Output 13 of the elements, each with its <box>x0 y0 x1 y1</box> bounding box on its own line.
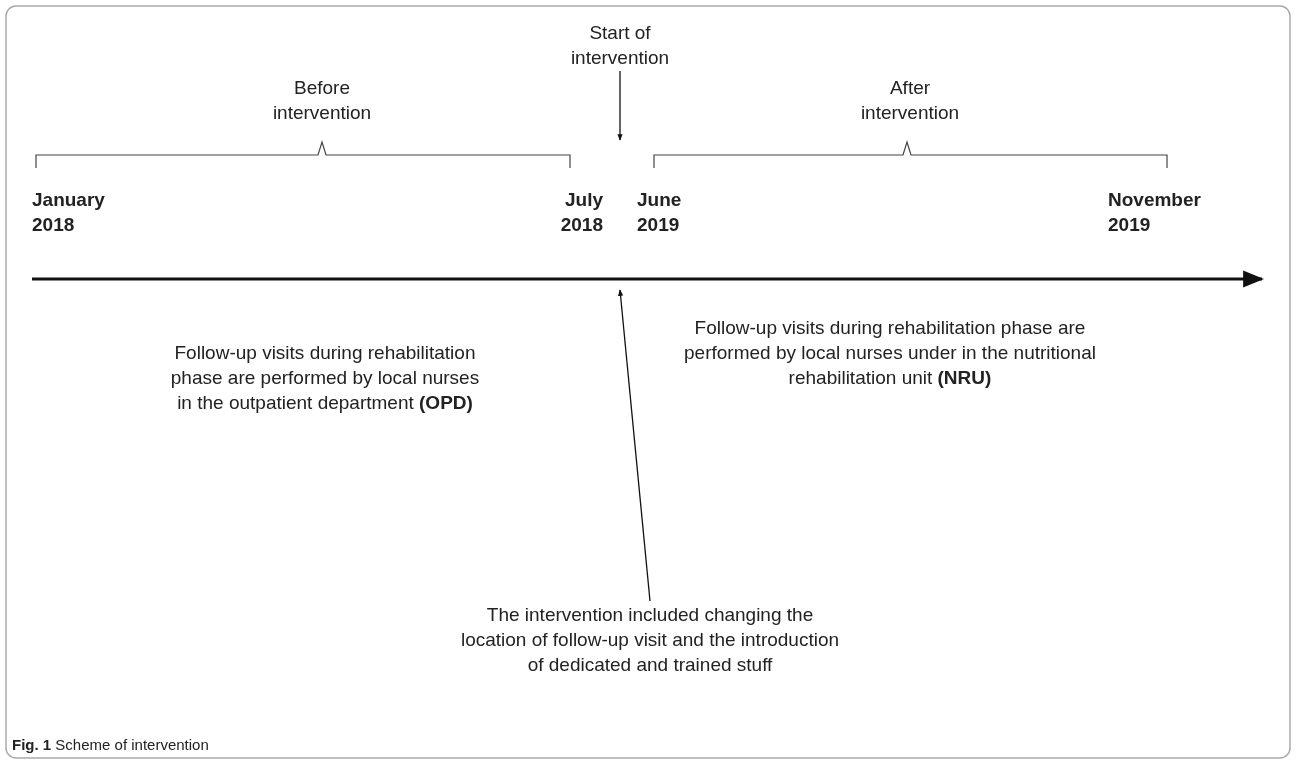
description-text: Follow-up visits during rehabilitation phase are performed by local nurses in the outpatient department (OPD) <box>169 341 481 415</box>
description-text: Follow-up visits during rehabilitation phase are performed by local nurses under in the nutritional rehabilitation unit (NRU) <box>683 316 1097 390</box>
phase-label: Start of intervention <box>540 20 700 70</box>
arrow <box>617 289 651 602</box>
date-label: June 2019 <box>637 188 683 237</box>
date-label: July 2018 <box>559 188 603 237</box>
date-label: November 2019 <box>1108 188 1202 237</box>
phase-label: After intervention <box>859 76 961 125</box>
arrow <box>617 70 623 141</box>
phase-label: Before intervention <box>271 76 373 125</box>
date-label: January 2018 <box>32 188 106 237</box>
note-text: The intervention included changing the location of follow-up visit and the introduction of dedicated and trained stuff <box>455 602 845 677</box>
figure-caption: Fig. 1 Scheme of intervention <box>12 735 209 755</box>
